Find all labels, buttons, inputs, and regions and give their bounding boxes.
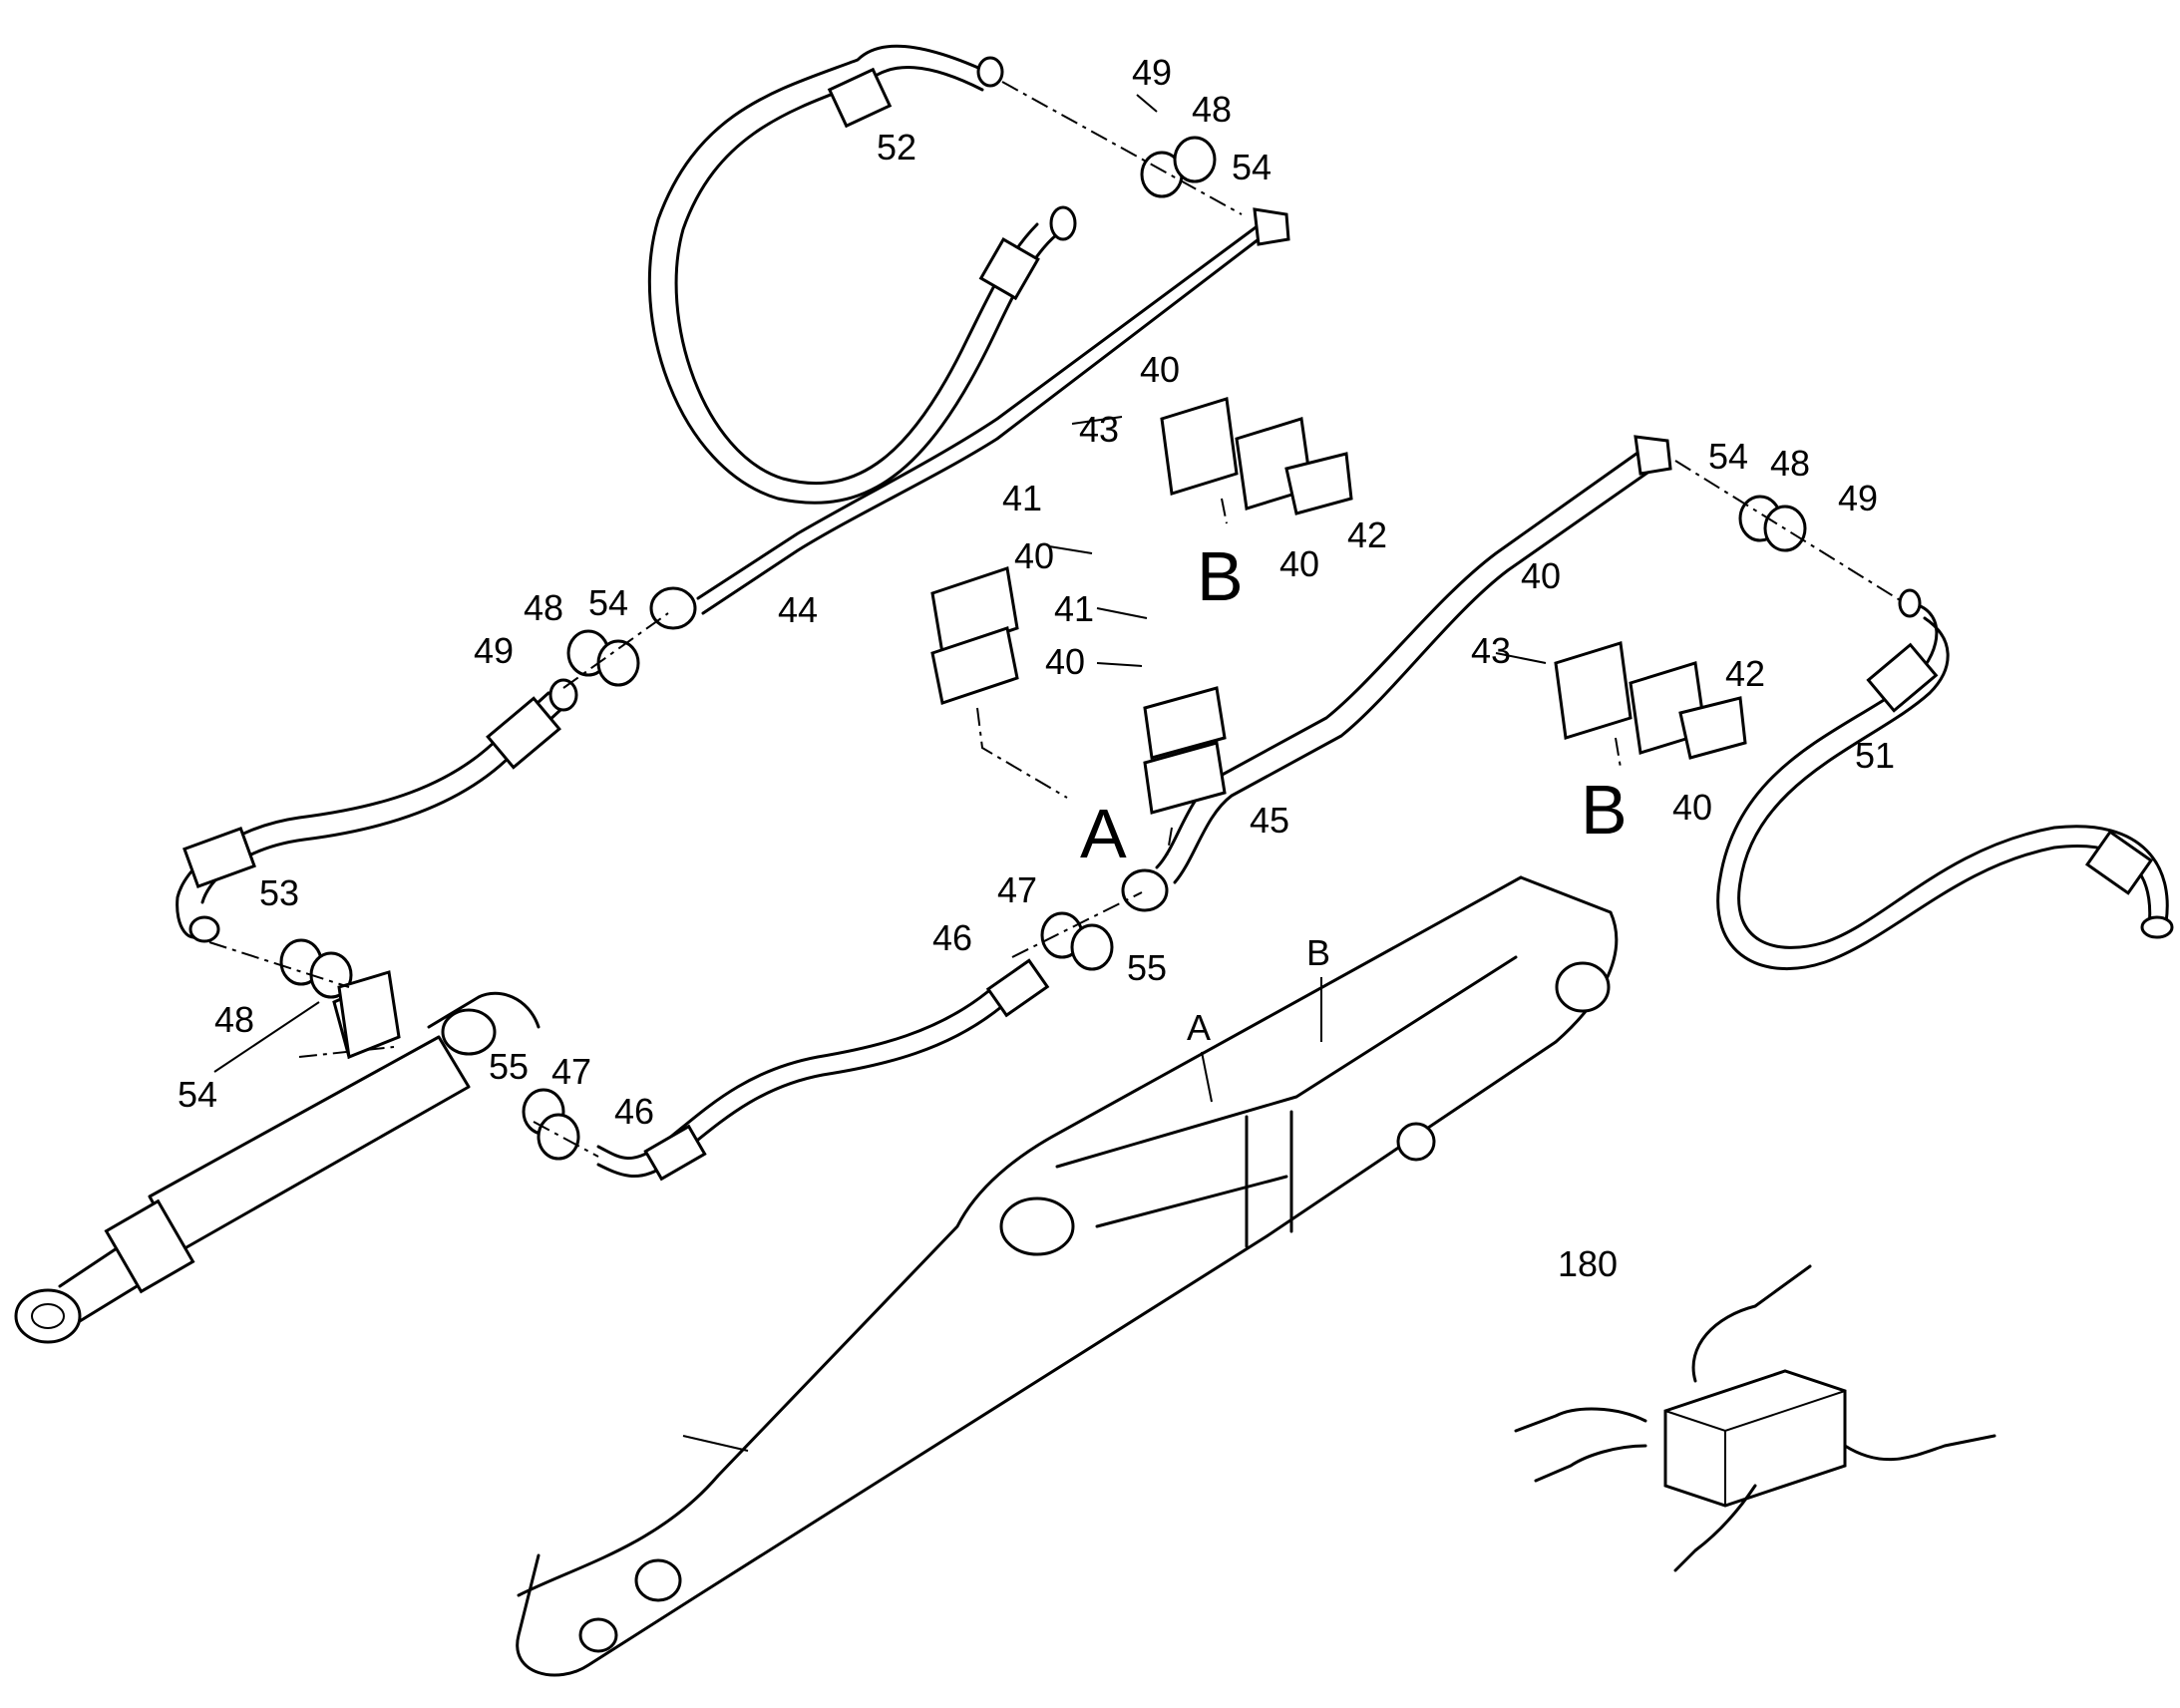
callout-54: 54 [178, 1074, 217, 1115]
hose-52 [647, 44, 1077, 505]
callout-51: 51 [1855, 735, 1895, 776]
callout-42: 42 [1347, 514, 1387, 555]
flange-halves [208, 81, 1906, 1161]
hose-51 [1716, 588, 2174, 971]
callout-54: 54 [1708, 436, 1748, 477]
hose-left-upper [176, 678, 578, 943]
callout-42: 42 [1725, 653, 1765, 694]
boom [516, 875, 1619, 1677]
clamp-assembly-b-right [1554, 641, 1747, 769]
callout-labels: 52 49 48 54 40 43 40 42 B 41 40 48 54 44… [178, 52, 1895, 1284]
callout-43: 43 [1471, 630, 1511, 671]
callout-43: 43 [1079, 409, 1119, 450]
clamp-assembly-b-upper [1160, 397, 1353, 524]
callout-40: 40 [1521, 555, 1561, 596]
callout-45: 45 [1250, 800, 1289, 841]
callout-41: 41 [1002, 478, 1042, 518]
valve-block-180 [1514, 1264, 1997, 1572]
callout-54: 54 [1232, 147, 1272, 187]
callout-49: 49 [474, 630, 514, 671]
callout-180: 180 [1558, 1243, 1618, 1284]
callout-A-small: A [1187, 1007, 1211, 1048]
hose-middle-lower [596, 958, 1050, 1182]
callout-40: 40 [1672, 787, 1712, 828]
leader-lines [213, 94, 1547, 1103]
callout-40: 40 [1045, 641, 1085, 682]
callout-46: 46 [614, 1091, 654, 1132]
tube-44 [649, 207, 1290, 630]
callout-B: B [1581, 771, 1628, 849]
callout-55: 55 [1127, 947, 1167, 988]
callout-41: 41 [1054, 588, 1094, 629]
callout-49: 49 [1838, 478, 1878, 518]
callout-B: B [1197, 537, 1244, 615]
callout-54: 54 [588, 582, 628, 623]
callout-48: 48 [1770, 443, 1810, 484]
callout-48: 48 [214, 999, 254, 1040]
callout-46: 46 [932, 917, 972, 958]
callout-55: 55 [489, 1046, 529, 1087]
callout-47: 47 [551, 1051, 591, 1092]
callout-48: 48 [524, 587, 563, 628]
tube-45 [1121, 435, 1672, 912]
callout-49: 49 [1132, 52, 1172, 93]
callout-53: 53 [259, 872, 299, 913]
boom-cylinder [14, 979, 541, 1344]
callout-40: 40 [1279, 543, 1319, 584]
callout-47: 47 [997, 869, 1037, 910]
callout-B-small: B [1306, 932, 1330, 973]
callout-52: 52 [877, 127, 916, 168]
callout-40: 40 [1014, 535, 1054, 576]
callout-48: 48 [1192, 89, 1232, 130]
clamp-assembly-a [930, 566, 1227, 858]
callout-44: 44 [778, 589, 818, 630]
callout-A: A [1080, 795, 1127, 872]
callout-40: 40 [1140, 349, 1180, 390]
